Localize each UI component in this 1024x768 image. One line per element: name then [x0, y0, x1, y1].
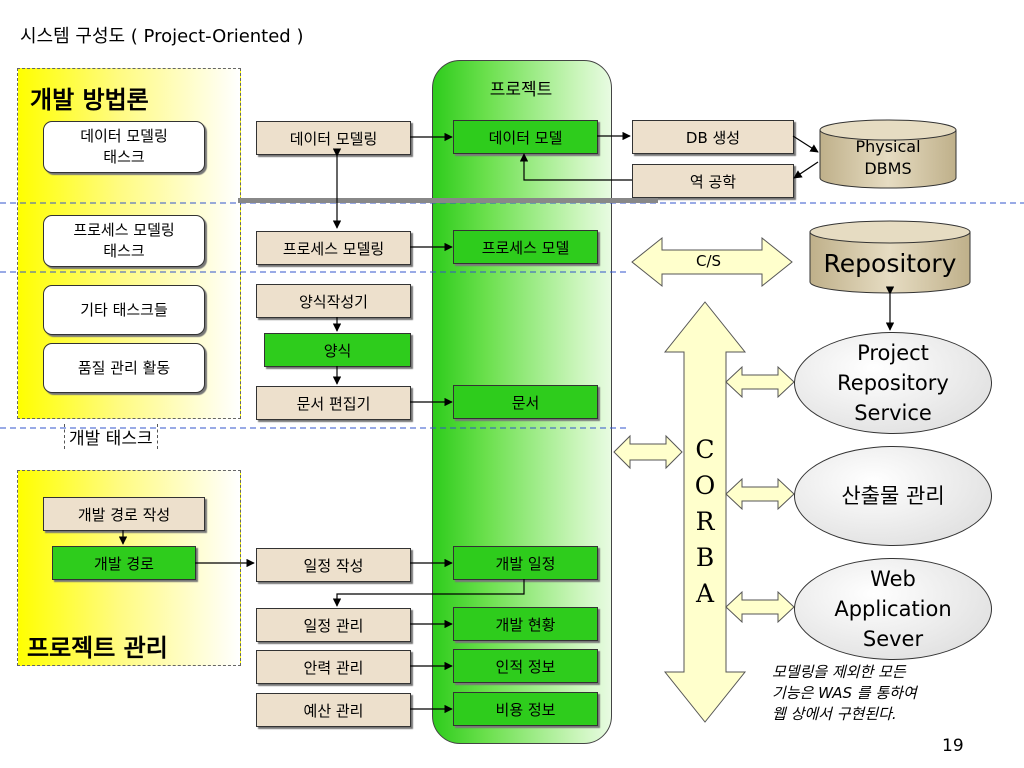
task-process-modeling-line2: 태스크 [103, 242, 145, 260]
tool-budget-mgmt[interactable]: 예산 관리 [256, 693, 411, 727]
repository-cylinder [809, 220, 971, 294]
tool-process-modeling[interactable]: 프로세스 모델링 [256, 231, 411, 265]
corba-letter: B [695, 543, 715, 572]
physical-dbms-line1: Physical [855, 137, 921, 156]
artifact-staff-info[interactable]: 인적 정보 [453, 649, 598, 683]
task-quality-label: 품질 관리 활동 [77, 358, 171, 377]
task-quality[interactable]: 품질 관리 활동 [43, 343, 205, 393]
reverse-eng-box[interactable]: 역 공학 [632, 164, 794, 198]
tool-staff-mgmt[interactable]: 안력 관리 [256, 650, 411, 684]
physical-dbms-label: Physical DBMS [820, 136, 956, 180]
tool-form-writer[interactable]: 양식작성기 [256, 284, 411, 318]
task-other-label: 기타 태스크들 [80, 300, 168, 319]
task-data-modeling-line1: 데이터 모델링 [80, 127, 168, 145]
repository-label: Repository [823, 249, 957, 278]
was-line2: Application [834, 597, 952, 621]
task-process-modeling[interactable]: 프로세스 모델링 태스크 [43, 215, 205, 267]
artifact-process-model[interactable]: 프로세스 모델 [453, 230, 598, 264]
artifact-management-service[interactable]: 산출물 관리 [794, 446, 992, 546]
cs-label: C/S [696, 252, 722, 270]
artifact-cost-info[interactable]: 비용 정보 [453, 692, 598, 726]
project-repository-service[interactable]: Project Repository Service [794, 332, 992, 434]
artifact-dev-status[interactable]: 개발 현황 [453, 607, 598, 641]
artifact-data-model[interactable]: 데이터 모델 [453, 120, 598, 154]
corba-letter: C [695, 435, 715, 464]
corba-prs-arrow [725, 365, 795, 399]
was-line1: Web [870, 567, 916, 591]
artifact-document[interactable]: 문서 [453, 385, 598, 419]
note-line3: 웹 상에서 구현된다. [772, 705, 897, 723]
methodology-heading: 개발 방법론 [30, 86, 149, 114]
was-line3: Sever [862, 627, 924, 651]
project-mgmt-heading: 프로젝트 관리 [27, 634, 168, 662]
corba-letter: O [694, 471, 716, 500]
corba-letter: R [695, 507, 715, 536]
tool-doc-editor[interactable]: 문서 편집기 [256, 386, 411, 420]
corba-double-arrow [663, 301, 747, 723]
prs-line2: Repository [837, 371, 949, 395]
note-line1: 모델링을 제외한 모든 [772, 663, 906, 681]
tool-schedule-write[interactable]: 일정 작성 [256, 548, 411, 582]
note-line2: 기능은 WAS 를 통하여 [772, 684, 917, 702]
task-process-modeling-line1: 프로세스 모델링 [73, 221, 175, 239]
corba-letter: A [695, 579, 715, 608]
footnote: 모델링을 제외한 모든 기능은 WAS 를 통하여 웹 상에서 구현된다. [772, 662, 917, 725]
physical-dbms-cylinder [819, 119, 957, 189]
corba-label: C O R B A [690, 432, 720, 612]
physical-dbms-line2: DBMS [864, 159, 912, 178]
grey-strip [238, 198, 658, 203]
project-label: 프로젝트 [489, 80, 553, 100]
artifact-dev-schedule[interactable]: 개발 일정 [453, 546, 598, 580]
route-box[interactable]: 개발 경로 [52, 546, 196, 580]
page-title: 시스템 구성도 ( Project-Oriented ) [20, 26, 304, 47]
prs-line1: Project [857, 341, 929, 365]
task-data-modeling-line2: 태스크 [103, 148, 145, 166]
cs-double-arrow [631, 236, 793, 288]
corba-left-arrow [613, 434, 683, 470]
tool-schedule-mgmt[interactable]: 일정 관리 [256, 608, 411, 642]
task-data-modeling[interactable]: 데이터 모델링 태스크 [43, 121, 205, 173]
corba-artifact-arrow [725, 477, 795, 511]
db-create-box[interactable]: DB 생성 [632, 120, 794, 154]
corba-was-arrow [725, 590, 795, 624]
task-other[interactable]: 기타 태스크들 [43, 285, 205, 335]
route-write-box[interactable]: 개발 경로 작성 [43, 497, 205, 531]
prs-line3: Service [854, 401, 932, 425]
artifact-mgmt-label: 산출물 관리 [841, 484, 945, 508]
web-application-server[interactable]: Web Application Sever [794, 558, 992, 660]
page-number: 19 [942, 736, 964, 756]
